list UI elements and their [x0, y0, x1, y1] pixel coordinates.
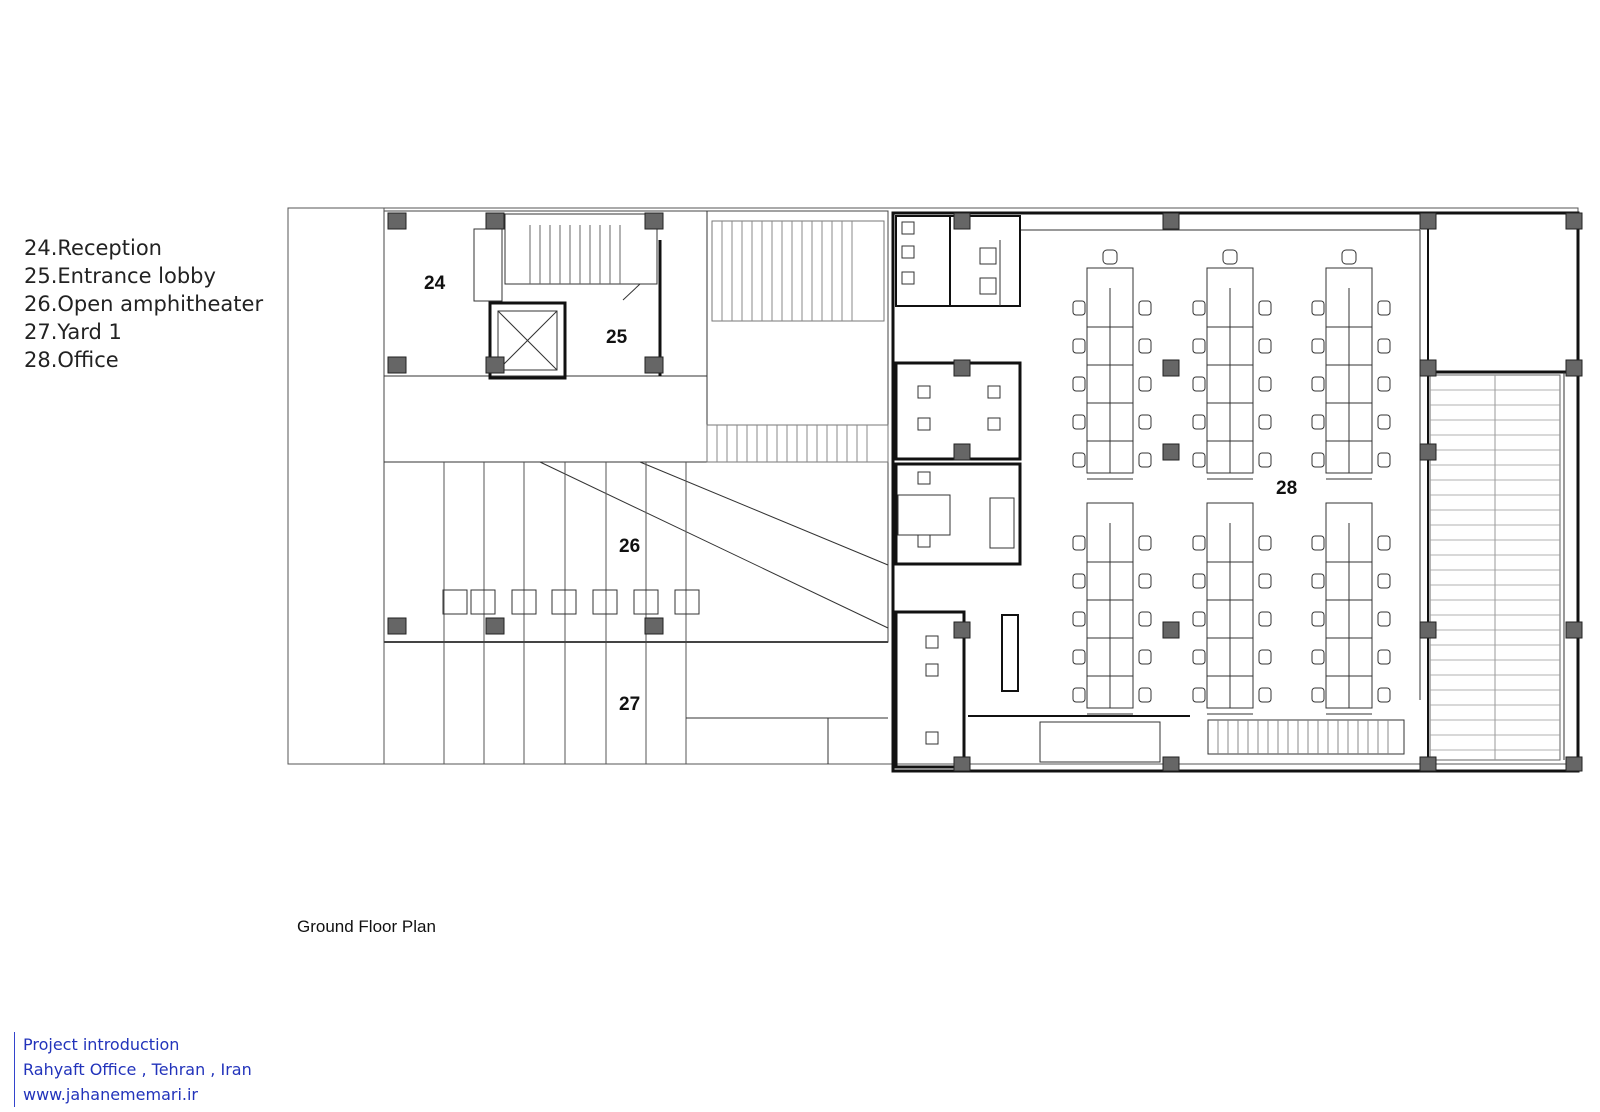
chair — [1311, 649, 1325, 665]
chair — [1138, 649, 1152, 665]
chair — [1192, 376, 1206, 392]
chair — [1258, 414, 1272, 430]
chair — [1192, 611, 1206, 627]
chair — [1072, 535, 1086, 551]
chair — [1138, 573, 1152, 589]
chair — [1258, 649, 1272, 665]
chair — [1377, 376, 1391, 392]
chair — [1377, 573, 1391, 589]
chair — [1311, 452, 1325, 468]
chair — [1192, 414, 1206, 430]
room-legend: 24.Reception 25.Entrance lobby 26.Open a… — [24, 234, 263, 374]
chair — [1311, 573, 1325, 589]
credits-website-link[interactable]: www.jahanememari.ir — [23, 1085, 199, 1104]
credits-block: Project introduction Rahyaft Office , Te… — [14, 1032, 252, 1107]
chair — [1072, 611, 1086, 627]
chair — [1258, 535, 1272, 551]
chair — [1311, 414, 1325, 430]
room-number-26: 26 — [619, 536, 640, 557]
chair — [1072, 300, 1086, 316]
room-number-28: 28 — [1276, 478, 1297, 499]
chair — [1311, 376, 1325, 392]
chair — [1192, 338, 1206, 354]
chair — [1072, 687, 1086, 703]
chair — [1072, 376, 1086, 392]
legend-item-reception: 24.Reception — [24, 236, 162, 260]
plan-caption: Ground Floor Plan — [297, 917, 436, 936]
chair — [1377, 687, 1391, 703]
chair — [1258, 376, 1272, 392]
chair — [1192, 573, 1206, 589]
chair — [1311, 687, 1325, 703]
chair — [1102, 249, 1118, 265]
chair — [1258, 687, 1272, 703]
chair — [1138, 611, 1152, 627]
chair — [1377, 300, 1391, 316]
office-building-outline — [891, 211, 1580, 773]
chair — [1377, 535, 1391, 551]
chair — [1377, 338, 1391, 354]
legend-item-entrance-lobby: 25.Entrance lobby — [24, 264, 216, 288]
chair — [1192, 452, 1206, 468]
site-boundary — [287, 207, 1579, 765]
chair — [1138, 300, 1152, 316]
chair — [1138, 687, 1152, 703]
chair — [1072, 452, 1086, 468]
legend-item-office: 28.Office — [24, 348, 119, 372]
chair — [1072, 414, 1086, 430]
chair — [1072, 338, 1086, 354]
chair — [1192, 300, 1206, 316]
legend-item-yard: 27.Yard 1 — [24, 320, 122, 344]
chair — [1222, 249, 1238, 265]
chair — [1311, 338, 1325, 354]
chair — [1138, 338, 1152, 354]
credits-project-location: Rahyaft Office , Tehran , Iran — [23, 1060, 252, 1079]
meeting-room-2 — [894, 462, 1022, 566]
chair — [1192, 687, 1206, 703]
chair — [1192, 535, 1206, 551]
chair — [1258, 573, 1272, 589]
chair — [1072, 573, 1086, 589]
chair — [1138, 535, 1152, 551]
chair — [1138, 452, 1152, 468]
chair — [1341, 249, 1357, 265]
chair — [1377, 611, 1391, 627]
chair — [1311, 535, 1325, 551]
chair — [1377, 649, 1391, 665]
chair — [1258, 338, 1272, 354]
credits-project-intro: Project introduction — [23, 1035, 180, 1054]
room-number-27: 27 — [619, 694, 640, 715]
chair — [1072, 649, 1086, 665]
chair — [1192, 649, 1206, 665]
room-number-24: 24 — [424, 273, 446, 294]
legend-item-open-amphitheater: 26.Open amphitheater — [24, 292, 264, 316]
manager-office — [894, 610, 966, 769]
chair — [1258, 300, 1272, 316]
chair — [1138, 414, 1152, 430]
room-number-25: 25 — [606, 327, 628, 348]
chair — [1377, 452, 1391, 468]
chair — [1311, 611, 1325, 627]
chair — [1377, 414, 1391, 430]
chair — [1258, 611, 1272, 627]
chair — [1258, 452, 1272, 468]
chair — [1138, 376, 1152, 392]
workstation-clusters — [1072, 249, 1391, 715]
chair — [1311, 300, 1325, 316]
